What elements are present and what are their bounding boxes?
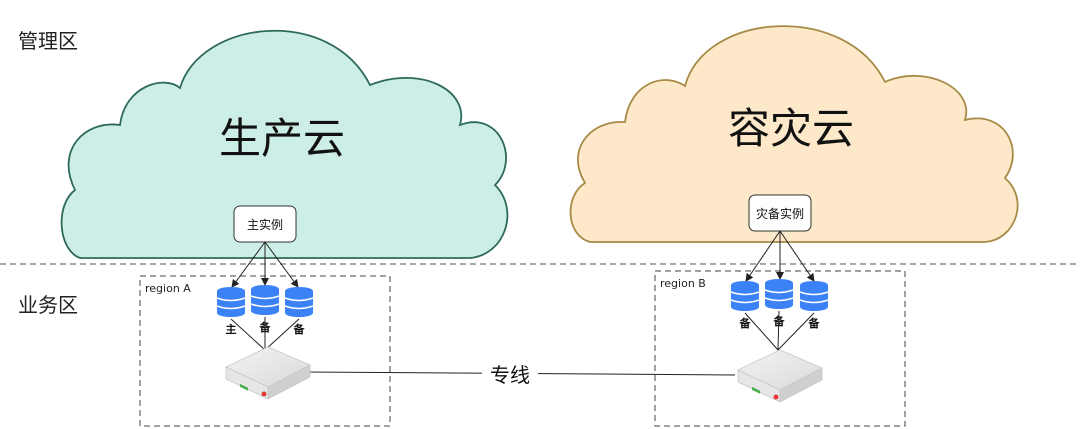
dr-cloud-title: 容灾云 — [728, 104, 854, 153]
server-icon[interactable] — [225, 346, 311, 400]
region-a-server-links — [230, 317, 300, 351]
dr-cloud: 容灾云 灾备实例 — [569, 25, 1019, 243]
db-role-label: 备 — [808, 316, 821, 330]
database-icon[interactable] — [799, 281, 829, 311]
dr-instance-label: 灾备实例 — [756, 206, 804, 221]
production-cloud-shape — [60, 30, 509, 259]
region-a-databases: 主 备 备 — [216, 285, 314, 336]
server-icon[interactable] — [737, 349, 823, 403]
zone-label-management: 管理区 — [18, 29, 78, 53]
arrow-dr-db3 — [779, 230, 815, 282]
database-icon[interactable] — [730, 281, 760, 311]
database-icon[interactable] — [764, 279, 794, 309]
primary-instance-label: 主实例 — [247, 217, 283, 232]
region-b-label: region B — [660, 277, 706, 290]
db-role-label: 备 — [739, 316, 752, 330]
dedicated-line-label: 专线 — [490, 363, 530, 387]
arrow-primary-db3 — [264, 241, 299, 288]
arrow-primary-db1 — [231, 241, 266, 288]
region-a-label: region A — [145, 282, 191, 295]
region-b-arrows — [745, 230, 815, 282]
production-cloud-title: 生产云 — [219, 114, 345, 163]
dedicated-line-label-bg — [482, 360, 538, 386]
region-b-server-links — [744, 310, 815, 351]
db-role-label: 备 — [293, 322, 306, 336]
zone-label-business: 业务区 — [18, 293, 78, 317]
arrow-dr-db1 — [745, 230, 781, 282]
region-a-arrows — [231, 241, 299, 288]
region-b-databases: 备 备 备 — [730, 279, 829, 330]
production-cloud: 生产云 主实例 — [60, 30, 509, 259]
database-icon[interactable] — [284, 287, 314, 317]
database-icon[interactable] — [250, 285, 280, 315]
database-icon[interactable] — [216, 287, 246, 317]
db-role-label: 主 — [226, 322, 237, 336]
dr-cloud-shape — [569, 25, 1019, 243]
